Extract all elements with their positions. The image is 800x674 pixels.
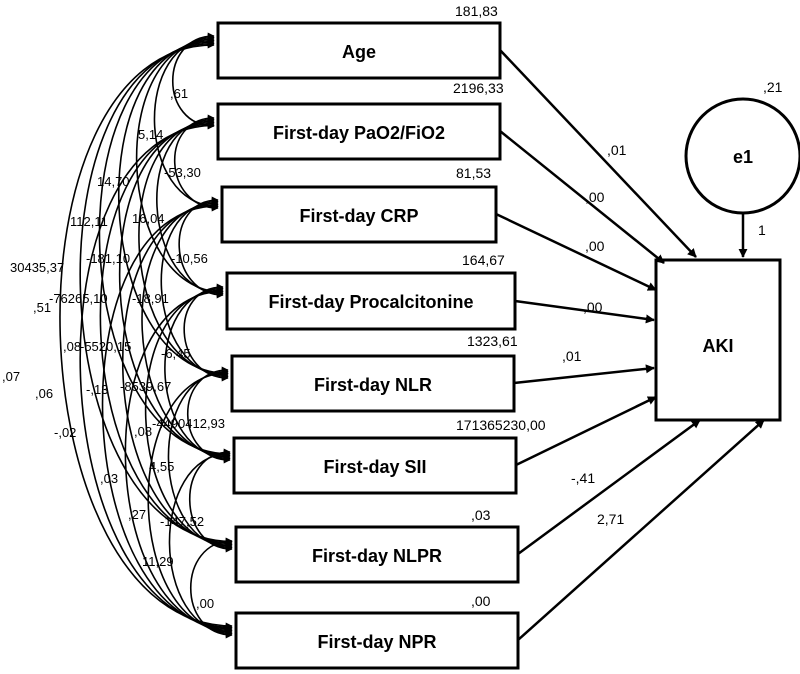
variance-npr: ,00 (471, 593, 491, 609)
covariance-label: -181,10 (86, 251, 130, 266)
path-sii-to-aki (515, 395, 657, 467)
variance-procalcitonine: 164,67 (462, 252, 505, 268)
regression-paths (495, 49, 765, 641)
covariance-label: -5520,15 (80, 339, 131, 354)
variance-pao2-fio2: 2196,33 (453, 80, 504, 96)
covariance-arcs (59, 32, 233, 639)
covariance-label: -147,52 (160, 514, 204, 529)
covariance-label: -18,91 (132, 291, 169, 306)
path-weight-age: ,01 (607, 142, 627, 158)
variable-box-sii: First-day SII (232, 436, 518, 495)
covariance-label: 30435,37 (10, 260, 64, 275)
path-crp-to-aki (495, 212, 657, 292)
variable-label: First-day NPR (317, 632, 436, 652)
covariance-arc (79, 40, 233, 545)
variable-label: First-day Procalcitonine (268, 292, 473, 312)
covariance-arc (101, 202, 233, 633)
covariance-label: ,51 (33, 300, 51, 315)
variance-age: 181,83 (455, 3, 498, 19)
covariance-arc (59, 41, 233, 630)
covariance-label: 112,11 (70, 214, 108, 229)
covariance-label: ,08 (134, 424, 152, 439)
path-weight-nlpr: -,41 (571, 470, 595, 486)
outcome-box-aki: AKI (654, 258, 782, 422)
variable-box-crp: First-day CRP (220, 185, 498, 244)
covariance-arc (79, 122, 233, 631)
covariance-label: -8539,67 (120, 379, 171, 394)
error-variance: ,21 (763, 79, 783, 95)
covariance-label: 14,70 (97, 174, 130, 189)
covariance-label: -,02 (54, 425, 76, 440)
variable-box-pao2-fio2: First-day PaO2/FiO2 (216, 102, 502, 161)
covariance-label: -53,30 (164, 165, 201, 180)
variable-box-age: Age (216, 21, 502, 80)
variable-label: First-day SII (323, 457, 426, 477)
covariance-labels: ,61 5,14 -53,30 14,70 16,04 -10,56 112,1… (2, 86, 225, 611)
variance-nlr: 1323,61 (467, 333, 518, 349)
covariance-arc (118, 119, 231, 459)
covariance-arc (117, 37, 229, 377)
path-pao2-to-aki (499, 130, 665, 264)
covariance-arc (190, 537, 233, 639)
covariance-label: -,13 (86, 382, 108, 397)
covariance-label: ,00 (196, 596, 214, 611)
variable-label: Age (342, 42, 376, 62)
variable-label: First-day NLPR (312, 546, 442, 566)
covariance-label: 11,29 (142, 554, 174, 569)
path-weight-pao2: ,00 (585, 189, 605, 205)
error-term-e1: e1 (684, 97, 800, 215)
covariance-label: 16,04 (132, 211, 165, 226)
covariance-label: 4,55 (149, 459, 174, 474)
path-weight-npr: 2,71 (597, 511, 624, 527)
variance-nlpr: ,03 (471, 507, 491, 523)
variable-box-npr: First-day NPR (234, 611, 520, 670)
covariance-arc (138, 117, 229, 379)
covariance-label: ,61 (170, 86, 188, 101)
path-weight-procalcitonine: ,00 (583, 299, 603, 315)
variance-sii: 171365230,00 (456, 417, 546, 433)
covariance-label: ,07 (2, 369, 20, 384)
covariance-arc (121, 201, 233, 548)
path-weight-crp: ,00 (585, 238, 605, 254)
error-path-weight: 1 (758, 222, 766, 238)
variable-label: First-day CRP (299, 206, 418, 226)
covariance-label: ,06 (35, 386, 53, 401)
path-npr-to-aki (517, 419, 765, 641)
variable-box-procalcitonine: First-day Procalcitonine (225, 271, 517, 331)
variable-label: First-day NLR (314, 375, 432, 395)
outcome-label: AKI (703, 336, 734, 356)
covariance-label: ,03 (100, 471, 118, 486)
covariance-label: ,27 (128, 507, 146, 522)
covariance-label: -6,45 (161, 346, 191, 361)
covariance-arc (98, 38, 231, 458)
variable-box-nlr: First-day NLR (230, 354, 516, 413)
path-nlpr-to-aki (517, 418, 701, 556)
variance-crp: 81,53 (456, 165, 491, 181)
covariance-label: -76265,10 (49, 291, 108, 306)
covariance-label: -4490412,93 (152, 416, 225, 431)
path-procalcitonine-to-aki (514, 299, 655, 324)
path-weight-nlr: ,01 (562, 348, 582, 364)
covariance-label: ,08 (63, 339, 81, 354)
path-age-to-aki (499, 49, 697, 258)
covariance-label: -10,56 (171, 251, 208, 266)
covariance-arc (144, 286, 233, 550)
covariance-arc (124, 288, 233, 634)
path-nlr-to-aki (513, 364, 655, 385)
error-label: e1 (733, 147, 753, 167)
covariance-label: 5,14 (138, 127, 163, 142)
variable-box-nlpr: First-day NLPR (234, 525, 520, 584)
covariance-arc (147, 369, 233, 636)
variable-label: First-day PaO2/FiO2 (273, 123, 445, 143)
